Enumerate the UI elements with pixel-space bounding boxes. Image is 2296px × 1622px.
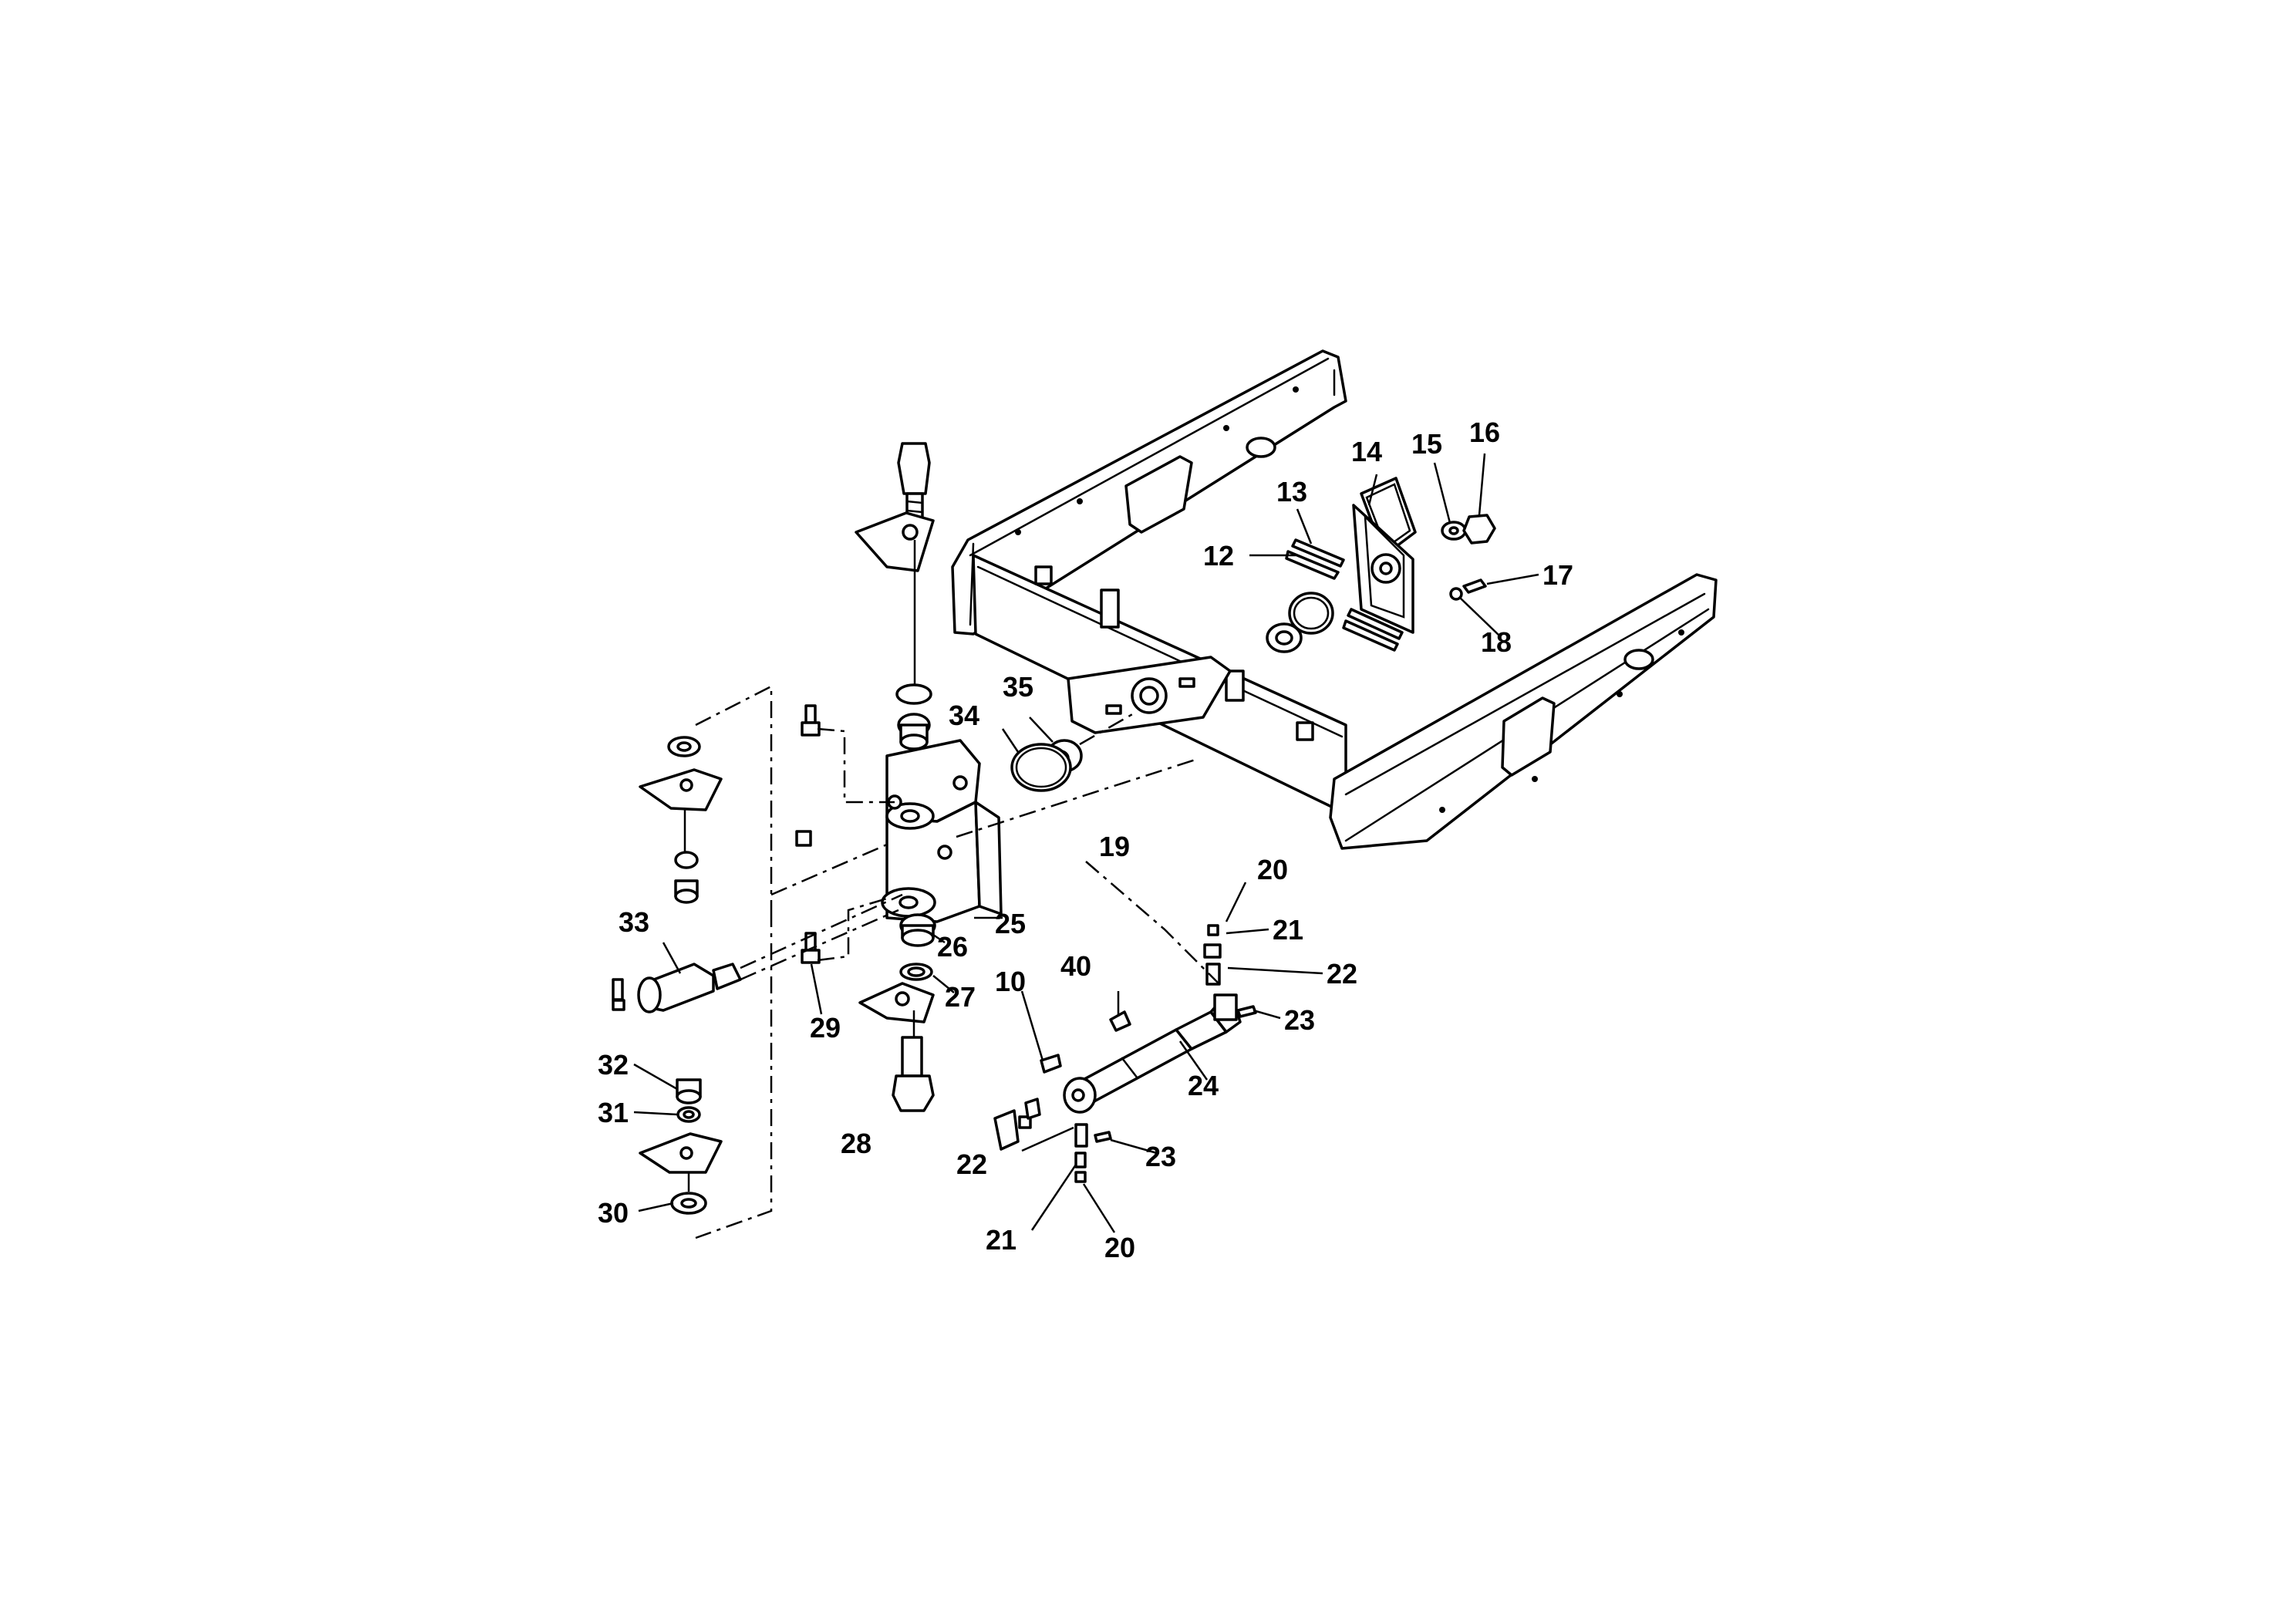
callout-17: 17: [1542, 559, 1573, 591]
callout-33: 33: [619, 906, 649, 938]
callout-35: 35: [1003, 671, 1033, 703]
leader-lines: [633, 453, 1539, 1233]
frame: [951, 349, 1718, 850]
bolt-17: [1462, 578, 1487, 594]
grease-fittings: [795, 704, 895, 964]
lower-pin-stack: [858, 913, 936, 1112]
bushing-35-group: [1010, 712, 1135, 792]
callout-23-top: 23: [1284, 1004, 1315, 1036]
upper-pin-stack: [855, 442, 935, 750]
callout-22-top: 22: [1327, 958, 1357, 990]
callout-10: 10: [995, 966, 1026, 997]
lower-left-washer-stack: [639, 1078, 723, 1215]
callout-27: 27: [945, 981, 976, 1013]
callout-22-bottom: 22: [956, 1148, 987, 1180]
callout-40: 40: [1060, 950, 1091, 982]
cylinder: [1040, 861, 1257, 1114]
callout-24: 24: [1188, 1070, 1219, 1101]
callout-12: 12: [1203, 540, 1234, 572]
callout-31: 31: [598, 1097, 629, 1128]
callouts: 10 12 13 14 15 16 17 18 19 20 20 21 21 2…: [598, 416, 1573, 1263]
o-ring: [1288, 592, 1334, 635]
callout-32: 32: [598, 1049, 629, 1081]
pivot-housing: [881, 739, 1003, 923]
callout-20-bottom: 20: [1104, 1232, 1135, 1263]
callout-25: 25: [995, 908, 1026, 939]
callout-15: 15: [1411, 428, 1442, 460]
callout-21-top: 21: [1273, 914, 1303, 946]
callout-26: 26: [937, 931, 968, 963]
callout-30: 30: [598, 1197, 629, 1229]
cylinder-lower-fittings: [993, 1098, 1112, 1183]
callout-20-top: 20: [1257, 854, 1288, 885]
left-washer-stack: [639, 684, 773, 1239]
pivot-pin: [612, 758, 1196, 1013]
callout-13: 13: [1276, 476, 1307, 508]
mount-group: [1266, 477, 1496, 653]
nut-16: [1462, 514, 1496, 545]
frame-lower-window: [1501, 696, 1556, 777]
frame-upper-window: [1124, 455, 1193, 534]
callout-18: 18: [1481, 626, 1512, 658]
callout-28: 28: [841, 1128, 872, 1159]
washer-18: [1449, 587, 1463, 601]
callout-23-bottom: 23: [1145, 1141, 1176, 1172]
callout-19: 19: [1099, 831, 1130, 862]
callout-34: 34: [949, 700, 979, 731]
callout-29: 29: [810, 1012, 841, 1044]
callout-14: 14: [1351, 436, 1382, 467]
callout-21-bottom: 21: [986, 1224, 1017, 1256]
callout-16: 16: [1469, 416, 1500, 448]
